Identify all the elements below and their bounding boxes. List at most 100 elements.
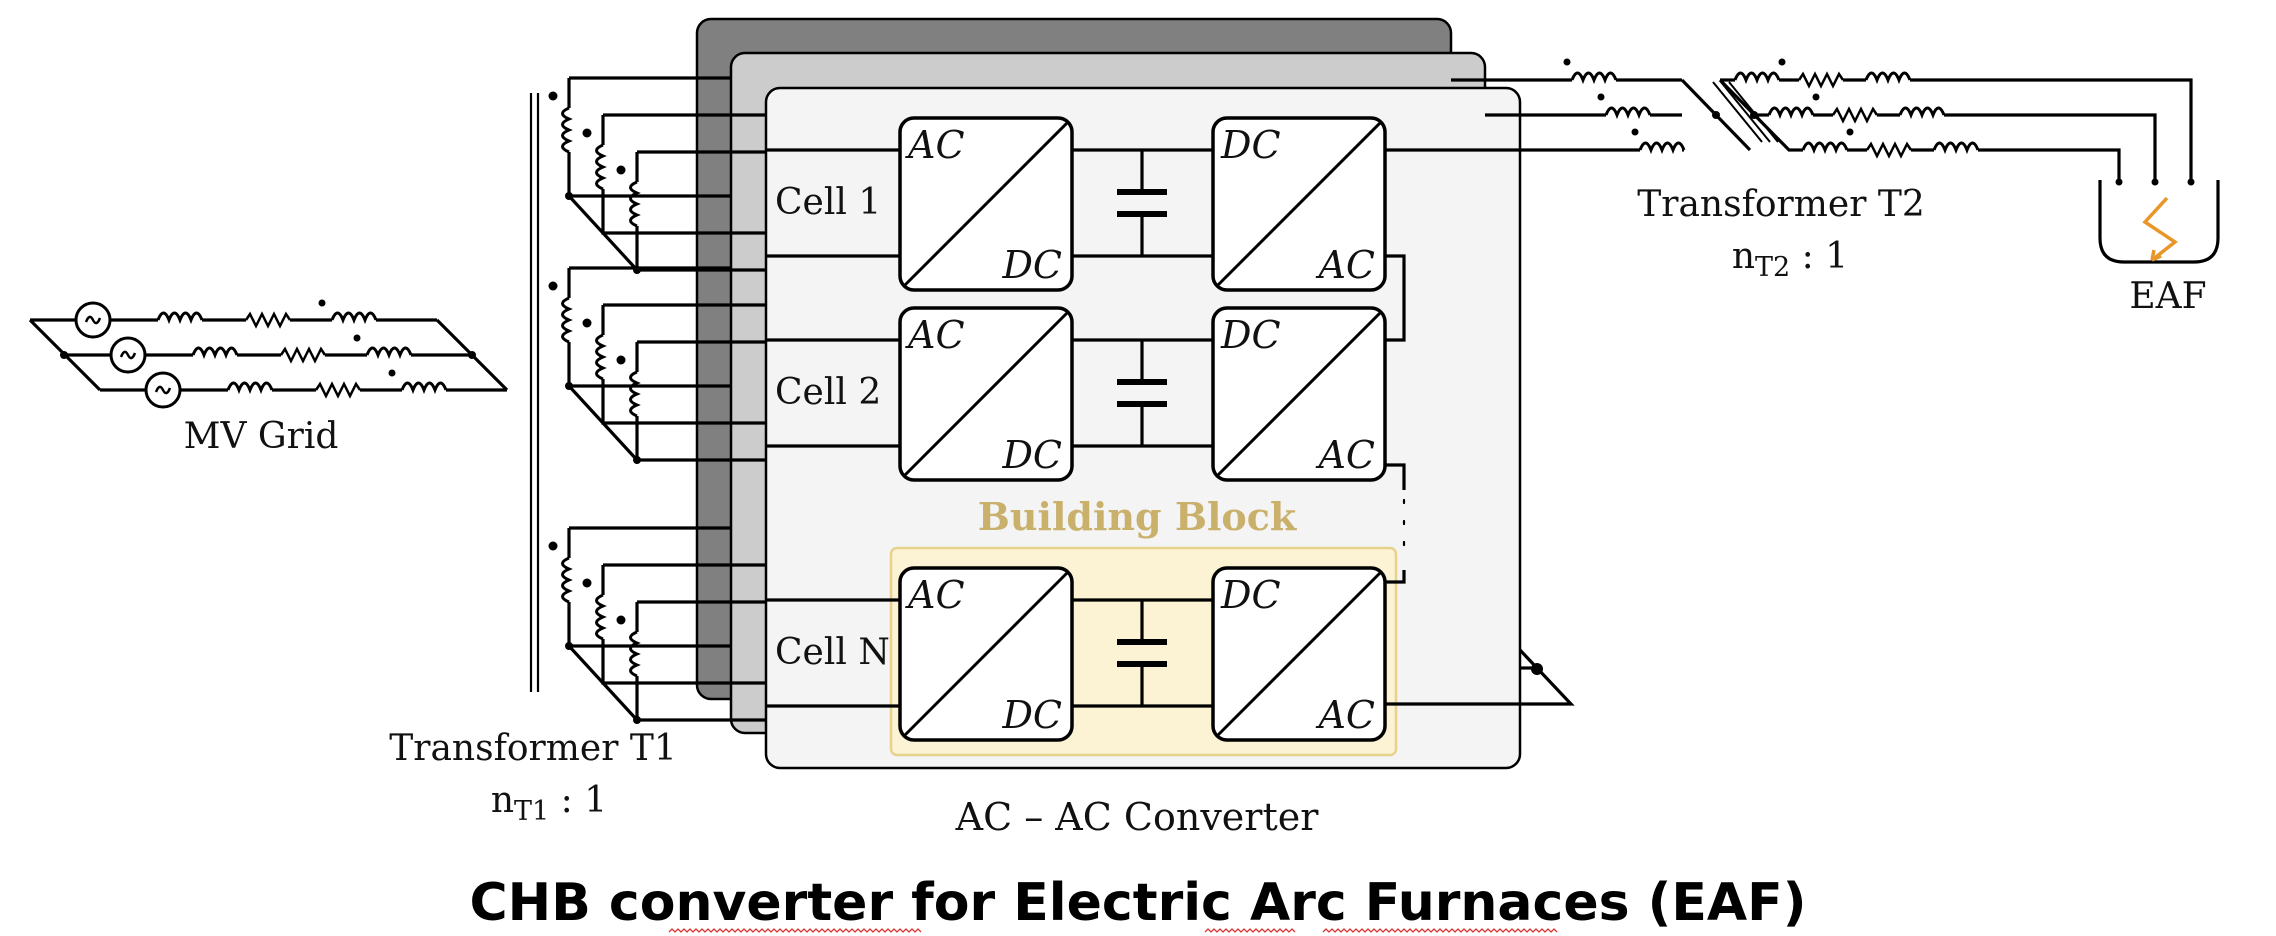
rectifier-top-label: AC — [905, 123, 965, 167]
spellcheck-squiggle — [668, 928, 922, 933]
inverter-top-label: DC — [1220, 123, 1281, 167]
rectifier-diagonal — [902, 570, 1070, 738]
inductor-icon — [330, 311, 378, 322]
junction-dot-icon — [633, 716, 641, 724]
inverter-diagonal — [1215, 570, 1383, 738]
polarity-dot-icon — [582, 578, 592, 588]
polarity-dot-icon — [1778, 58, 1786, 66]
rectifier-bottom-label: DC — [1001, 433, 1062, 477]
series-connections — [1385, 148, 1575, 706]
figure-title: CHB converter for Electric Arc Furnaces … — [470, 873, 1807, 933]
electrode-dot-icon — [2115, 178, 2123, 186]
transformer-t1 — [548, 76, 900, 724]
inductor-icon — [1898, 106, 1946, 117]
inverter-top-label: DC — [1220, 313, 1281, 357]
inductor-icon — [1570, 71, 1618, 82]
resistor-icon — [1797, 72, 1845, 88]
t1-winding-lead — [601, 113, 766, 145]
electrode-dot-icon — [2187, 178, 2195, 186]
inductor-icon — [1932, 141, 1980, 152]
inductor-icon — [1801, 141, 1849, 152]
spellcheck-squiggle — [1322, 928, 1558, 933]
polarity-dot-icon — [616, 615, 626, 625]
polarity-dot-icon — [318, 299, 326, 307]
eaf-feed-wire — [1910, 78, 2193, 182]
inductor-icon — [1767, 106, 1815, 117]
polarity-dot-icon — [548, 281, 558, 291]
inductor-icon — [629, 370, 639, 418]
resistor-icon — [1865, 142, 1913, 158]
junction-dot-icon — [565, 642, 573, 650]
polarity-dot-icon — [548, 541, 558, 551]
cell: Cell N AC DC DC AC — [766, 566, 1387, 742]
resistor-icon — [279, 347, 327, 363]
sine-icon — [119, 350, 137, 360]
polarity-dot-icon — [616, 165, 626, 175]
t1-winding-lead — [601, 563, 766, 595]
t1-winding-lead — [601, 303, 766, 335]
grid-phase — [30, 299, 437, 339]
transformer-t2 — [1451, 58, 2195, 186]
t1-delta-connection — [567, 644, 639, 722]
junction-dot-icon — [60, 351, 68, 359]
inverter-top-label: DC — [1220, 573, 1281, 617]
inductor-icon — [226, 381, 274, 392]
inductor-icon — [629, 180, 639, 228]
polarity-dot-icon — [1563, 58, 1571, 66]
resistor-icon — [1831, 107, 1879, 123]
building-block-label: Building Block — [978, 494, 1297, 539]
inductor-icon — [595, 593, 605, 641]
inductor-icon — [561, 556, 571, 604]
eaf-feed-wire — [1978, 148, 2121, 182]
polarity-dot-icon — [548, 91, 558, 101]
t1-winding-lead — [567, 76, 731, 108]
spellcheck-squiggle — [1204, 928, 1296, 933]
cell-input-wires — [766, 148, 900, 258]
inverter-bottom-label: AC — [1315, 693, 1375, 737]
polarity-dot-icon — [1631, 128, 1639, 136]
sine-icon — [84, 315, 102, 325]
inductor-icon — [156, 311, 204, 322]
cell-label: Cell N — [775, 632, 890, 673]
inductor-icon — [1638, 141, 1686, 152]
mv-grid-label: MV Grid — [184, 416, 339, 457]
rectifier-top-label: AC — [905, 313, 965, 357]
dc-link-wires — [1072, 148, 1213, 258]
eaf-feed-wire — [1944, 113, 2157, 182]
t2-ratio: nT2 : 1 — [1732, 236, 1848, 283]
t1-winding-set — [548, 266, 900, 464]
t2-core-line — [1712, 81, 1763, 143]
eaf-vessel — [2098, 180, 2220, 264]
inductor-icon — [629, 630, 639, 678]
polarity-dot-icon — [582, 318, 592, 328]
t2-phase — [1451, 58, 2195, 186]
grid-phase — [65, 334, 472, 374]
inverter-diagonal — [1215, 310, 1383, 478]
inverter-bottom-label: AC — [1315, 243, 1375, 287]
junction-dot-icon — [1712, 111, 1720, 119]
rectifier-top-label: AC — [905, 573, 965, 617]
rectifier-bottom-label: DC — [1001, 243, 1062, 287]
cell-label: Cell 2 — [775, 372, 881, 413]
dc-link-wires — [1072, 338, 1213, 448]
inductor-icon — [1864, 71, 1912, 82]
polarity-dot-icon — [1846, 128, 1854, 136]
inductor-icon — [595, 143, 605, 191]
grid-phase — [100, 369, 507, 409]
transformer-t2-label: Transformer T2 — [1637, 184, 1925, 225]
cell-input-wires — [766, 338, 900, 448]
polarity-dot-icon — [1812, 93, 1820, 101]
polarity-dot-icon — [582, 128, 592, 138]
t1-winding-set — [548, 76, 900, 274]
rectifier-bottom-label: DC — [1001, 693, 1062, 737]
spellcheck-underlines — [668, 928, 1558, 933]
sine-icon — [154, 385, 172, 395]
t2-phase — [1520, 128, 2123, 186]
junction-dot-icon — [1750, 111, 1758, 119]
inverter-bottom-label: AC — [1315, 433, 1375, 477]
junction-dot-icon — [565, 382, 573, 390]
polarity-dot-icon — [1597, 93, 1605, 101]
